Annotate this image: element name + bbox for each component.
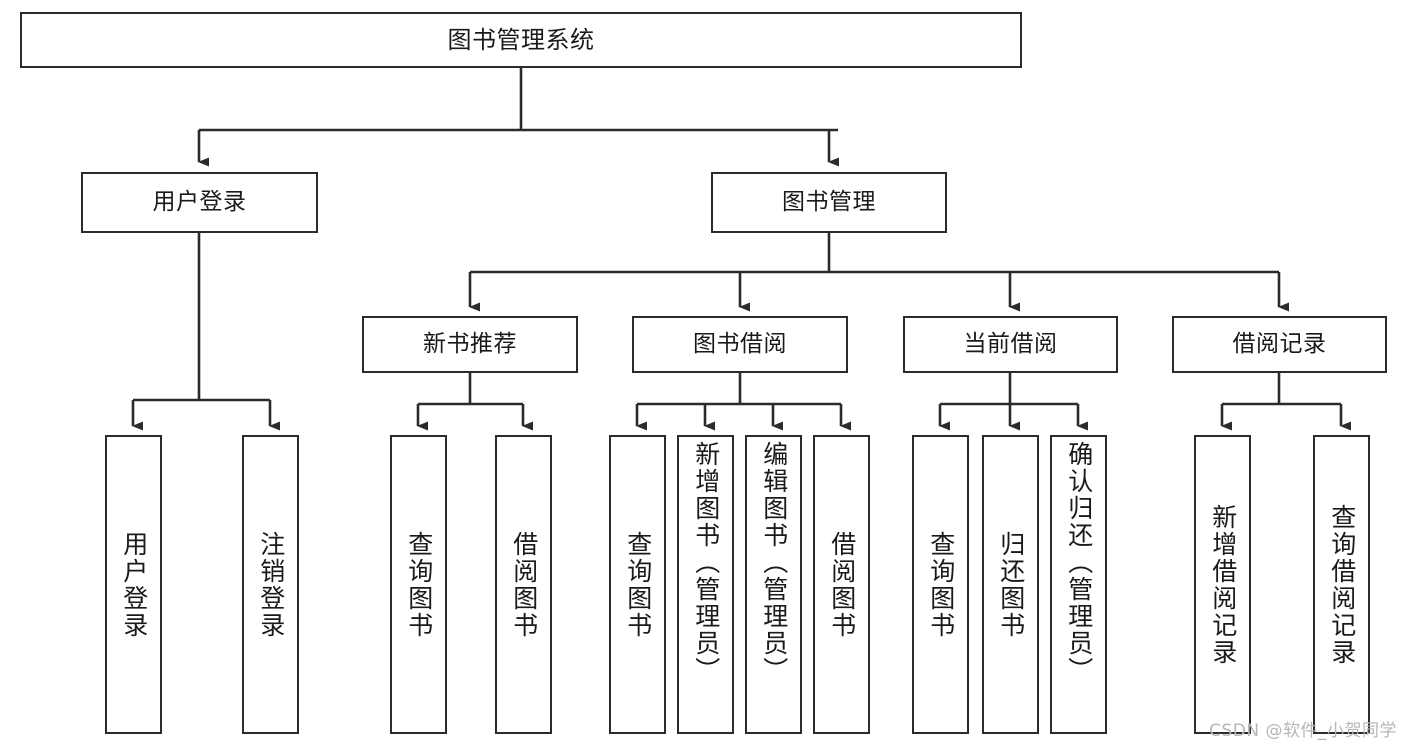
- node-leaf-query-book-1[interactable]: 查询图书: [390, 435, 447, 734]
- node-label: 注销登录: [256, 530, 286, 639]
- node-label: 用户登录: [119, 530, 149, 639]
- node-leaf-borrow-book-1[interactable]: 借阅图书: [495, 435, 552, 734]
- node-label: 用户登录: [152, 188, 247, 215]
- node-leaf-add-record[interactable]: 新增借阅记录: [1194, 435, 1251, 734]
- node-new-book-recommend[interactable]: 新书推荐: [362, 316, 578, 373]
- node-leaf-user-login[interactable]: 用户登录: [105, 435, 162, 734]
- node-label: 图书借阅: [693, 330, 787, 357]
- watermark: CSDN @软件_小贺同学: [1209, 721, 1397, 741]
- node-user-login[interactable]: 用户登录: [81, 172, 318, 233]
- node-leaf-query-record[interactable]: 查询借阅记录: [1313, 435, 1370, 734]
- node-label: 借阅图书: [509, 530, 539, 639]
- node-leaf-confirm-return[interactable]: 确认归还（管理员）: [1050, 435, 1107, 734]
- node-label: 新增借阅记录: [1208, 503, 1238, 666]
- node-leaf-query-book-2[interactable]: 查询图书: [609, 435, 666, 734]
- node-label: 新增图书（管理员）: [691, 441, 721, 684]
- node-leaf-query-book-3[interactable]: 查询图书: [912, 435, 969, 734]
- node-leaf-add-book[interactable]: 新增图书（管理员）: [677, 435, 734, 734]
- node-label: 查询借阅记录: [1327, 503, 1357, 666]
- node-label: 编辑图书（管理员）: [759, 441, 789, 684]
- node-leaf-borrow-book-2[interactable]: 借阅图书: [813, 435, 870, 734]
- node-label: 图书管理系统: [447, 25, 595, 54]
- node-current-borrow[interactable]: 当前借阅: [903, 316, 1118, 373]
- node-label: 新书推荐: [423, 330, 517, 357]
- node-label: 查询图书: [623, 530, 653, 639]
- node-label: 图书管理: [782, 188, 876, 215]
- node-leaf-edit-book[interactable]: 编辑图书（管理员）: [745, 435, 802, 734]
- node-book-manage[interactable]: 图书管理: [711, 172, 947, 233]
- node-borrow-record[interactable]: 借阅记录: [1172, 316, 1387, 373]
- node-label: 确认归还（管理员）: [1064, 441, 1094, 684]
- node-label: 借阅图书: [827, 530, 857, 639]
- node-label: 查询图书: [926, 530, 956, 639]
- node-book-borrow[interactable]: 图书借阅: [632, 316, 848, 373]
- node-label: 查询图书: [404, 530, 434, 639]
- node-label: 当前借阅: [963, 330, 1058, 357]
- node-root-system[interactable]: 图书管理系统: [20, 12, 1022, 68]
- node-label: 借阅记录: [1232, 330, 1327, 357]
- node-leaf-return-book[interactable]: 归还图书: [982, 435, 1039, 734]
- node-label: 归还图书: [996, 530, 1026, 639]
- node-leaf-logout-login[interactable]: 注销登录: [242, 435, 299, 734]
